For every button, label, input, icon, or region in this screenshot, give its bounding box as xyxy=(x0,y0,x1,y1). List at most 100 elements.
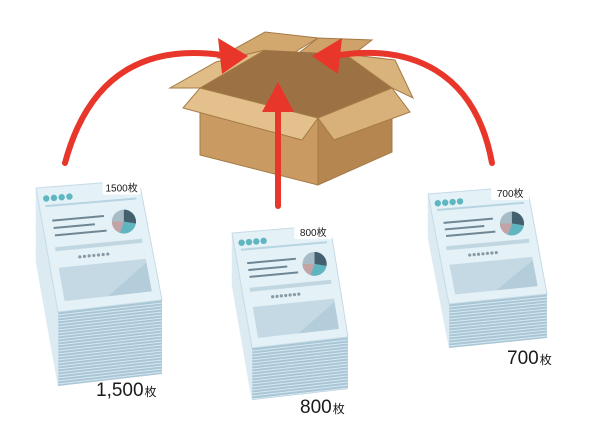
sheet-line xyxy=(251,366,349,379)
sheet-line xyxy=(251,354,349,367)
right-arrowhead-icon xyxy=(312,38,342,74)
pie-slice xyxy=(507,223,524,236)
count-tag: 1500枚 xyxy=(102,179,141,195)
sheet-line xyxy=(251,348,349,361)
count-tag-background xyxy=(102,179,141,195)
small-dot xyxy=(275,294,279,298)
sheet-line xyxy=(35,226,59,352)
sheet-line xyxy=(35,223,59,349)
sheet-line xyxy=(231,250,253,367)
pie-slice xyxy=(119,221,136,234)
header-dot xyxy=(449,198,456,206)
small-dot xyxy=(468,253,472,257)
sheet-line xyxy=(251,363,349,376)
count-tag-text: 1500枚 xyxy=(105,181,137,194)
sheet-line xyxy=(57,350,163,364)
sheet-line xyxy=(427,208,450,320)
sheet-line xyxy=(35,256,59,382)
sheet-line xyxy=(427,220,450,332)
arrowheads xyxy=(218,38,342,112)
sheet-line xyxy=(448,317,548,329)
sheet-line xyxy=(231,268,253,385)
sheet-line xyxy=(35,259,59,385)
sheet-line xyxy=(35,241,59,367)
left-arrow-curve xyxy=(62,49,225,166)
sheet-line xyxy=(35,232,59,358)
sheet-line xyxy=(251,375,349,388)
sheet-line xyxy=(57,365,163,379)
text-line xyxy=(54,229,107,237)
sheet-line xyxy=(231,235,253,352)
sheet-line xyxy=(35,217,59,343)
sheet-line xyxy=(427,229,450,341)
sheet-line xyxy=(427,211,450,323)
small-dot xyxy=(494,250,498,255)
image-panel-shade xyxy=(496,260,538,291)
count-unit: 枚 xyxy=(539,353,552,367)
sheet-line xyxy=(251,378,349,391)
sheet-line xyxy=(448,296,548,308)
sheet-line xyxy=(231,247,253,364)
count-value: 700 xyxy=(507,348,539,369)
sheet-line xyxy=(57,329,163,343)
sheet-line xyxy=(231,256,253,373)
small-dot xyxy=(279,294,283,298)
pie-slice xyxy=(310,263,327,276)
sheet-line xyxy=(427,223,450,335)
small-dot xyxy=(82,254,87,258)
sheet-line xyxy=(57,305,163,319)
paper-stack-800: 800枚 xyxy=(231,224,349,400)
sheet-line xyxy=(448,323,548,335)
sheet-line xyxy=(57,371,163,385)
header-dot xyxy=(58,194,65,201)
sheet-line xyxy=(57,341,163,355)
left-arrowhead-icon xyxy=(218,38,248,74)
small-dot xyxy=(481,252,485,256)
pie-slice xyxy=(111,221,124,233)
sheet-line xyxy=(57,368,163,382)
sheet-line xyxy=(35,208,59,334)
stack-count-label-700: 700枚 xyxy=(507,349,552,368)
small-dot xyxy=(78,255,82,259)
sheet-line xyxy=(35,196,59,322)
sheet-line xyxy=(231,238,253,355)
sheet-line xyxy=(448,326,548,338)
cardboard-box xyxy=(168,31,415,186)
small-dot xyxy=(297,292,301,296)
sheet-line xyxy=(57,332,163,346)
sheet-line xyxy=(35,253,59,379)
sheet-line xyxy=(35,193,59,319)
sheet-line xyxy=(231,265,253,382)
sheet-line xyxy=(35,211,59,337)
sheet-line xyxy=(57,320,163,334)
header-dot xyxy=(238,239,245,246)
sheet-line xyxy=(427,214,450,326)
count-unit: 枚 xyxy=(332,402,345,416)
count-tag-background xyxy=(491,184,530,200)
sheet-line xyxy=(448,299,548,311)
sheet-line xyxy=(251,339,349,352)
sheet-line xyxy=(57,335,163,349)
small-dot xyxy=(476,252,481,256)
text-line xyxy=(444,224,485,231)
pie-slice xyxy=(314,251,327,266)
small-dot xyxy=(87,254,91,258)
sheet-line xyxy=(231,277,253,394)
pie-slice xyxy=(499,223,512,235)
sheet-line xyxy=(231,244,253,361)
divider-bar xyxy=(446,238,530,251)
sheet-line xyxy=(57,311,163,325)
sheet-line xyxy=(251,369,349,382)
sheet-line xyxy=(57,359,163,373)
small-dot xyxy=(472,253,476,257)
divider-bar xyxy=(55,238,143,252)
sheet-line xyxy=(35,247,59,373)
small-dot xyxy=(92,253,96,258)
header-dot xyxy=(66,193,73,200)
sheet-line xyxy=(35,190,59,316)
small-dot xyxy=(96,253,101,257)
sheet-line xyxy=(35,229,59,355)
sheet-line xyxy=(35,202,59,328)
sheet-line xyxy=(427,235,450,347)
sheet-line xyxy=(251,387,349,400)
